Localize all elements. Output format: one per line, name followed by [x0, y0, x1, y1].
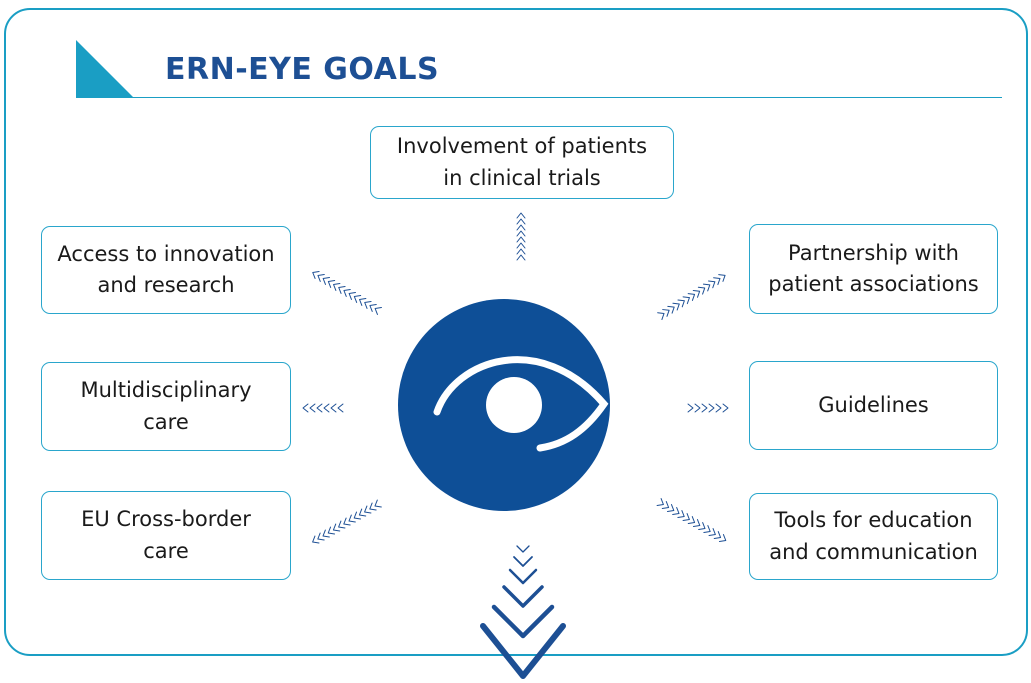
goal-line: in clinical trials	[443, 165, 601, 190]
arrow-down-large	[480, 545, 566, 679]
title-underline	[76, 97, 1002, 98]
goal-cross-border: EU Cross-border care	[41, 491, 291, 580]
goal-line: Guidelines	[818, 392, 929, 417]
arrow-right	[687, 403, 729, 413]
arrow-upper-left	[312, 271, 382, 315]
page-title: ERN-EYE GOALS	[165, 52, 440, 87]
goal-line: care	[143, 538, 189, 563]
arrow-lower-right	[656, 498, 727, 542]
arrow-left	[302, 403, 344, 413]
goal-line: Multidisciplinary	[80, 378, 252, 402]
goal-education: Tools for education and communication	[749, 493, 998, 580]
goal-line: Involvement of patients	[396, 134, 648, 158]
arrow-upper-right	[657, 274, 726, 321]
goal-line: EU Cross-border	[81, 507, 251, 531]
eye-icon	[433, 356, 609, 452]
goals-frame	[4, 8, 1028, 656]
goal-line: care	[143, 409, 189, 434]
goal-multidisciplinary: Multidisciplinary care	[41, 362, 291, 451]
goal-line: Tools for education	[774, 508, 973, 532]
goal-line: and communication	[769, 539, 978, 564]
goal-line: Access to innovation	[57, 241, 275, 266]
goal-line: patient associations	[768, 272, 979, 296]
goal-line: Partnership with	[788, 240, 959, 265]
goal-associations: Partnership with patient associations	[749, 224, 998, 314]
goal-innovation: Access to innovation and research	[41, 226, 291, 314]
arrow-lower-left	[312, 499, 382, 544]
goal-guidelines: Guidelines	[749, 361, 998, 450]
goal-patients-trials: Involvement of patients in clinical trial…	[370, 126, 674, 199]
arrow-up	[516, 212, 526, 261]
goal-line: and research	[97, 273, 235, 297]
